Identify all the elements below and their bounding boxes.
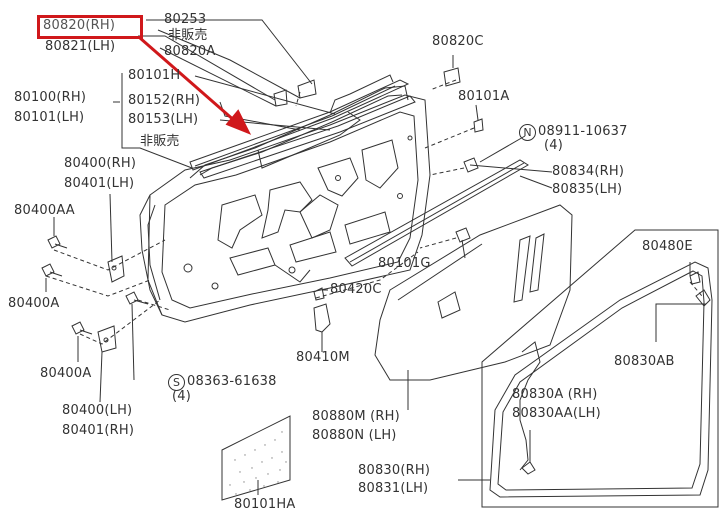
- label-hihanbai-2: 非販売: [140, 134, 180, 149]
- label-80834-rh[interactable]: 80834(RH): [552, 164, 625, 179]
- label-08363-61638[interactable]: 08363-61638: [187, 374, 277, 389]
- label-80401-lh[interactable]: 80401(LH): [64, 176, 135, 191]
- label-80830aa-lh[interactable]: 80830AA(LH): [512, 406, 601, 421]
- label-80820c[interactable]: 80820C: [432, 34, 484, 49]
- label-80101a[interactable]: 80101A: [458, 89, 510, 104]
- label-80480e[interactable]: 80480E: [642, 239, 693, 254]
- label-80153-lh[interactable]: 80153(LH): [128, 112, 199, 127]
- label-80820a[interactable]: 80820A: [164, 44, 216, 59]
- clip-80420c: [313, 287, 325, 301]
- nut-08911: [463, 157, 479, 173]
- label-qty-4-b: (4): [172, 389, 192, 404]
- clip-80253: [297, 79, 317, 99]
- label-80400a-2[interactable]: 80400A: [40, 366, 92, 381]
- label-80101ha[interactable]: 80101HA: [234, 497, 296, 512]
- door-shell-inner-edge: [161, 111, 419, 309]
- weatherstrip-box: [481, 229, 719, 508]
- label-80101-lh[interactable]: 80101(LH): [14, 110, 85, 125]
- bracket-80410m: [313, 303, 331, 333]
- label-80101h[interactable]: 80101H: [128, 68, 181, 83]
- red-pointer-arrow: [139, 36, 252, 135]
- door-window-frame: [189, 85, 409, 179]
- label-80100-rh[interactable]: 80100(RH): [14, 90, 87, 105]
- label-80400aa[interactable]: 80400AA: [14, 203, 75, 218]
- door-shell-outline: [147, 94, 431, 323]
- label-80401-rh[interactable]: 80401(RH): [62, 423, 135, 438]
- label-80253[interactable]: 80253: [164, 12, 207, 27]
- weatherstrip-clip: [519, 341, 541, 471]
- label-80410m[interactable]: 80410M: [296, 350, 350, 365]
- label-80101g[interactable]: 80101G: [378, 256, 431, 271]
- label-80400-lh[interactable]: 80400(LH): [62, 403, 133, 418]
- label-08911-10637[interactable]: 08911-10637: [538, 124, 628, 139]
- label-80831-lh[interactable]: 80831(LH): [358, 481, 429, 496]
- label-80400-rh[interactable]: 80400(RH): [64, 156, 137, 171]
- n-symbol-icon: N: [519, 124, 536, 141]
- upper-hinge: [107, 255, 125, 283]
- lower-hinge: [97, 325, 117, 353]
- pad-80101ha: [221, 415, 291, 501]
- label-80821-lh[interactable]: 80821(LH): [45, 39, 116, 54]
- bolt-80400a-2: [71, 321, 93, 335]
- highlight-box: [37, 15, 143, 39]
- label-80420c[interactable]: 80420C: [330, 282, 382, 297]
- clip-80101a: [473, 118, 484, 133]
- label-80820-rh[interactable]: 80820(RH): [43, 18, 116, 33]
- belt-molding-inner: [199, 95, 416, 179]
- glass-run-channel: [344, 159, 529, 267]
- clip-80101g: [455, 227, 471, 243]
- clip-80820c: [443, 67, 461, 87]
- door-shell-hinge-edge: [139, 194, 163, 316]
- label-80830-rh[interactable]: 80830(RH): [358, 463, 431, 478]
- label-80830ab[interactable]: 80830AB: [614, 354, 675, 369]
- label-hihanbai-1: 非販売: [168, 28, 208, 43]
- clip-80820a: [273, 89, 288, 107]
- label-80400a-1[interactable]: 80400A: [8, 296, 60, 311]
- label-80880m-rh[interactable]: 80880M (RH): [312, 409, 400, 424]
- bolt-80400aa: [47, 235, 68, 249]
- label-80830a-rh[interactable]: 80830A (RH): [512, 387, 598, 402]
- label-80880n-lh[interactable]: 80880N (LH): [312, 428, 397, 443]
- label-80835-lh[interactable]: 80835(LH): [552, 182, 623, 197]
- bolt-80400a-1: [41, 263, 63, 277]
- pad-stipple: [229, 431, 287, 495]
- label-qty-4-a: (4): [544, 138, 564, 153]
- door-panel-cutout: [217, 194, 263, 249]
- s-symbol-icon: S: [168, 374, 185, 391]
- door-weatherstrip: [489, 261, 713, 498]
- door-glass: [374, 204, 573, 381]
- label-80152-rh[interactable]: 80152(RH): [128, 93, 201, 108]
- clip-80480e: [689, 271, 701, 285]
